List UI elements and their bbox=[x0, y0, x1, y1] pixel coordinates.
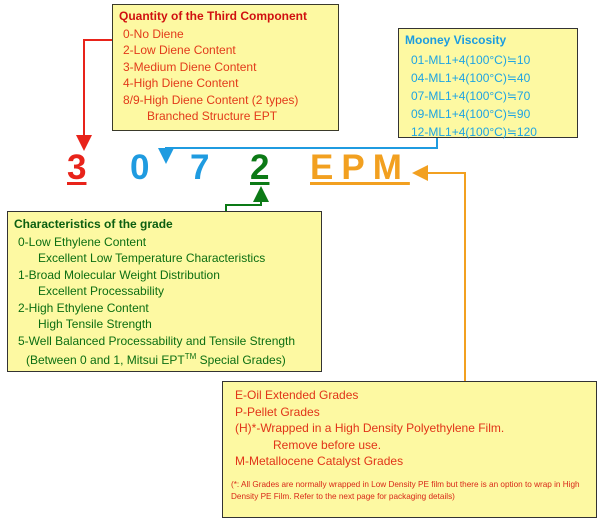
third-component-item: 4-High Diene Content bbox=[123, 76, 239, 90]
code-digit-3: 3 bbox=[67, 148, 87, 187]
mooney-item: 09-ML1+4(100°C)≒90 bbox=[411, 106, 531, 121]
mooney-item: 12-ML1+4(100°C)≒120 bbox=[411, 124, 537, 139]
arrow-third-component bbox=[76, 39, 112, 151]
characteristics-box: Characteristics of the grade 0-Low Ethyl… bbox=[7, 211, 322, 372]
characteristics-title: Characteristics of the grade bbox=[14, 217, 173, 231]
third-component-item: 0-No Diene bbox=[123, 26, 184, 41]
packaging-note: (*: All Grades are normally wrapped in L… bbox=[231, 479, 580, 501]
characteristics-line: Excellent Low Temperature Characteristic… bbox=[38, 251, 266, 265]
mooney-item: 01-ML1+4(100°C)≒10 bbox=[411, 52, 531, 67]
third-component-item: 8/9-High Diene Content (2 types) bbox=[123, 92, 299, 107]
third-component-item: 2-Low Diene Content bbox=[123, 43, 236, 57]
characteristics-line: 0-Low Ethylene Content bbox=[18, 234, 147, 249]
code-digit-7: 7 bbox=[190, 148, 210, 187]
characteristics-line: Excellent Processability bbox=[38, 284, 165, 298]
third-component-item: 3-Medium Diene Content bbox=[123, 59, 257, 74]
characteristics-line: 5-Well Balanced Processability and Tensi… bbox=[18, 333, 296, 348]
third-component-box: Quantity of the Third Component 0-No Die… bbox=[112, 4, 339, 131]
grade-line: E-Oil Extended Grades bbox=[235, 388, 359, 402]
characteristics-line: 2-High Ethylene Content bbox=[18, 300, 149, 315]
characteristics-special-tail: Special Grades) bbox=[196, 353, 286, 367]
code-suffix-epm: EPM bbox=[310, 148, 410, 187]
third-component-title: Quantity of the Third Component bbox=[119, 9, 307, 23]
mooney-title: Mooney Viscosity bbox=[405, 33, 507, 47]
code-digit-2: 2 bbox=[250, 148, 270, 187]
mooney-viscosity-box: Mooney Viscosity 01-ML1+4(100°C)≒10 04-M… bbox=[398, 28, 578, 139]
grades-box: E-Oil Extended Grades P-Pellet Grades (H… bbox=[222, 381, 597, 518]
trademark-sup: TM bbox=[184, 352, 197, 361]
characteristics-special: (Between 0 and 1, Mitsui EPTTM Special G… bbox=[14, 349, 315, 369]
mooney-item: 07-ML1+4(100°C)≒70 bbox=[411, 88, 531, 103]
third-component-extra: Branched Structure EPT bbox=[147, 109, 278, 123]
code-digit-0: 0 bbox=[130, 148, 150, 187]
characteristics-special-text: (Between 0 and 1, Mitsui EPT bbox=[26, 353, 185, 367]
grade-line: M-Metallocene Catalyst Grades bbox=[235, 454, 404, 468]
grade-line-continued: Remove before use. bbox=[273, 437, 382, 452]
grade-line: P-Pellet Grades bbox=[235, 404, 320, 419]
arrow-grades bbox=[412, 165, 466, 381]
mooney-item: 04-ML1+4(100°C)≒40 bbox=[411, 70, 531, 85]
characteristics-line: 1-Broad Molecular Weight Distribution bbox=[18, 267, 220, 282]
grade-line: (H)*-Wrapped in a High Density Polyethyl… bbox=[235, 421, 505, 435]
arrow-characteristics bbox=[225, 186, 269, 211]
characteristics-line: High Tensile Strength bbox=[38, 317, 152, 331]
arrow-mooney bbox=[158, 138, 438, 164]
